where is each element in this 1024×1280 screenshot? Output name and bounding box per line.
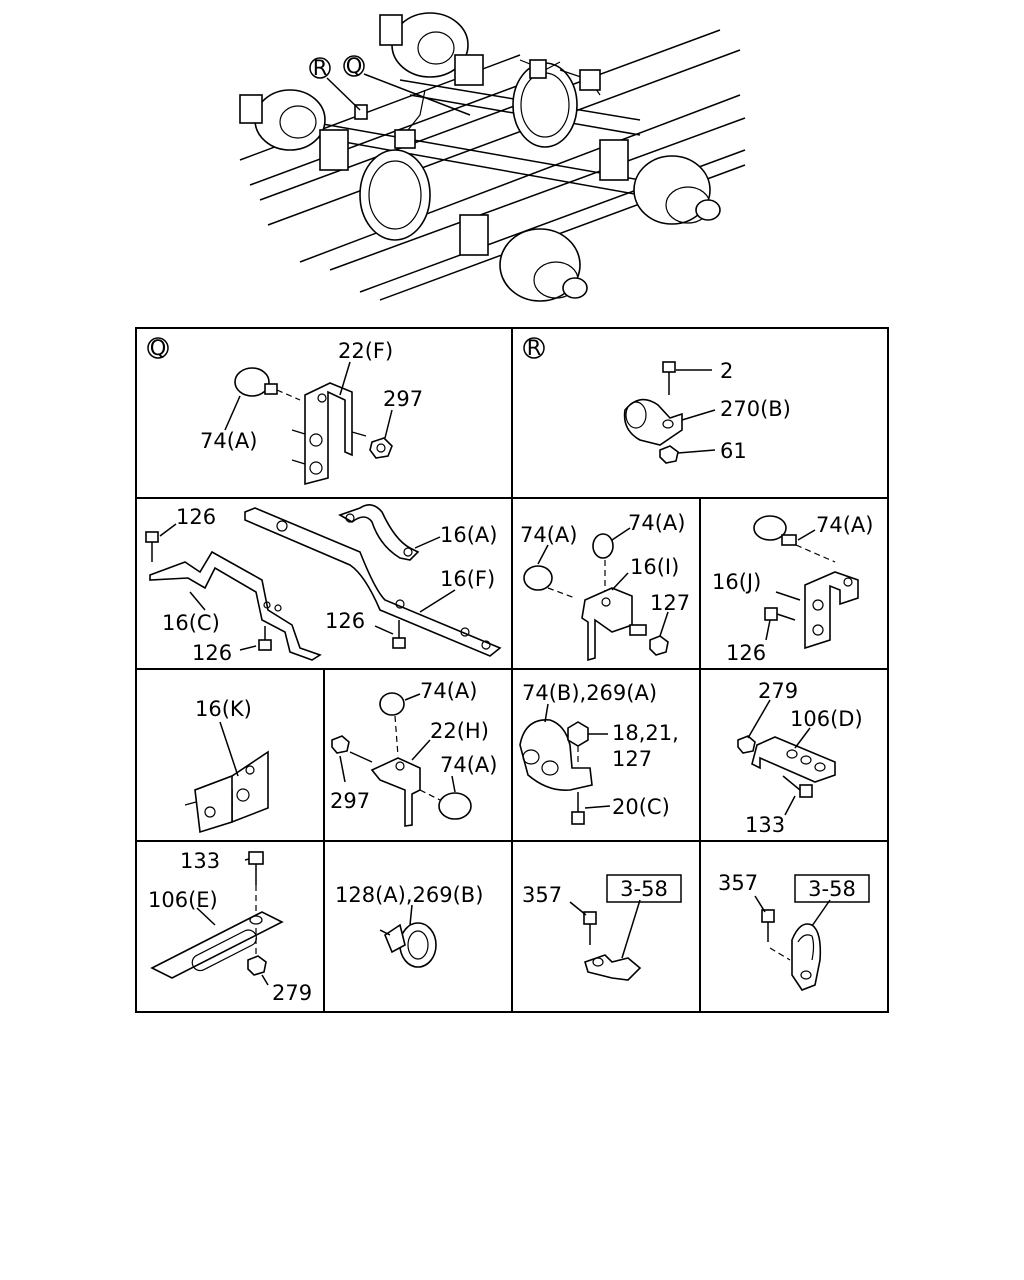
callout-r-marker [309,57,331,79]
label-74B-269A: 74(B),269(A) [522,681,657,705]
hub-front-bottom [499,228,588,302]
panel-128a: 128(A),269(B) [335,883,483,968]
label-74A-h-2: 74(A) [440,753,497,777]
panel-r: R 2 270(B) 61 [523,336,791,464]
panel-16i: 74(A) 74(A) 16(I) 127 [520,511,690,662]
panel-q-marker-label: Q [150,336,167,360]
callout-q-label: Q [346,54,363,78]
label-270B: 270(B) [720,397,791,421]
label-16K: 16(K) [195,697,252,721]
label-20C: 20(C) [612,795,670,819]
label-128A-269B: 128(A),269(B) [335,883,483,907]
panel-106e: 133 106(E) 279 [148,849,312,1005]
hub-rear-left [239,89,326,151]
callout-r-label: R [313,56,328,80]
axle-overview-illustration: R Q [239,12,746,302]
label-126-j: 126 [726,641,766,665]
label-22F: 22(F) [338,339,393,363]
panel-16-acf: 126 16(A) 16(F) 16(C) 126 126 [145,504,502,665]
label-127-b: 127 [612,747,652,771]
panel-r-marker [523,337,545,359]
panel-357-b: 357 3-58 [718,871,870,991]
label-126-a: 126 [176,505,216,529]
label-16A: 16(A) [440,523,497,547]
label-61: 61 [720,439,747,463]
label-16C: 16(C) [162,611,220,635]
label-74A-i-1: 74(A) [520,523,577,547]
label-74A: 74(A) [200,429,257,453]
label-297-h: 297 [330,789,370,813]
hub-rear-top [379,12,469,78]
ref-3-58-a: 3-58 [620,877,668,901]
label-16I: 16(I) [630,555,679,579]
label-297: 297 [383,387,423,411]
label-279-e: 279 [272,981,312,1005]
label-18-21: 18,21, [612,721,679,745]
panel-106d: 279 106(D) 133 [737,679,863,837]
panel-r-marker-label: R [527,336,542,360]
hub-front-right [633,155,721,225]
label-127-i: 127 [650,591,690,615]
label-74A-h-1: 74(A) [420,679,477,703]
label-22H: 22(H) [430,719,489,743]
panel-74b: 74(B),269(A) 18,21, 127 20(C) [519,681,679,825]
label-74A-i-2: 74(A) [628,511,685,535]
label-126-c: 126 [192,641,232,665]
ref-box-3-58-a [606,874,682,903]
ref-3-58-b: 3-58 [808,877,856,901]
label-106E: 106(E) [148,888,218,912]
label-16J: 16(J) [712,570,761,594]
label-74A-j: 74(A) [816,513,873,537]
label-2: 2 [720,359,733,383]
label-357-b: 357 [718,871,758,895]
ref-box-3-58-b [794,874,870,903]
panel-q: Q 22(F) 297 74(A) [147,336,423,486]
label-133-e: 133 [180,849,220,873]
panel-16k: 16(K) [184,697,269,834]
label-133-d: 133 [745,813,785,837]
label-126-b: 126 [325,609,365,633]
panel-q-marker [147,337,169,359]
panel-16j: 74(A) 16(J) 126 [712,513,873,665]
callout-q-marker [343,55,365,77]
label-16F: 16(F) [440,567,495,591]
detail-grid [135,327,889,1013]
label-357-a: 357 [522,883,562,907]
label-106D: 106(D) [790,707,863,731]
panel-357-a: 357 3-58 [522,874,682,981]
panel-22h: 74(A) 22(H) 74(A) 297 [330,679,497,827]
label-279-d: 279 [758,679,798,703]
